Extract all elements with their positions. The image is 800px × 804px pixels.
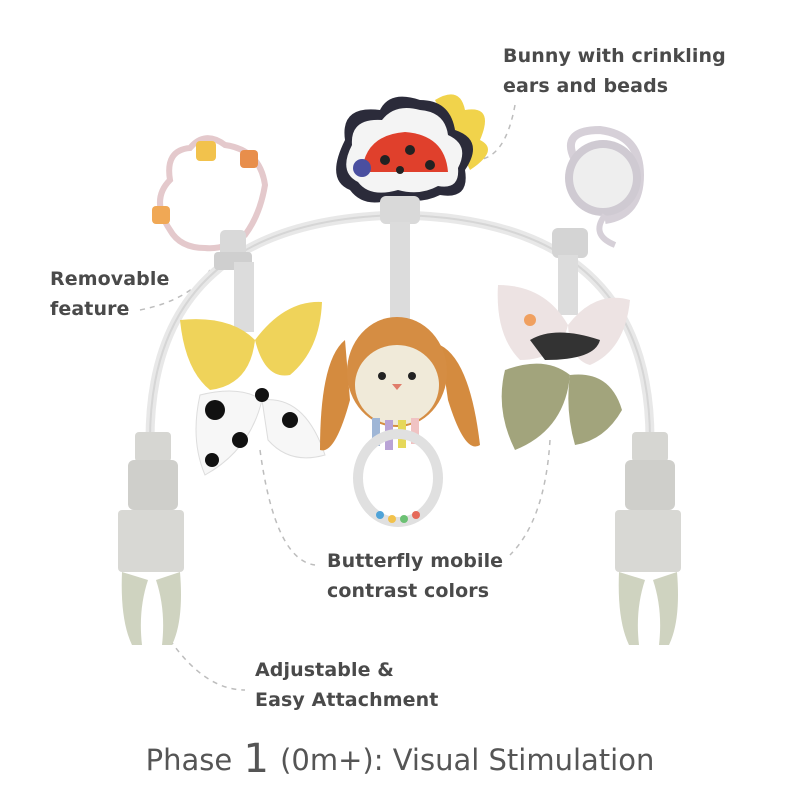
caption-suffix: (0m+): Visual Stimulation [280,743,655,777]
callout-line: Adjustable & [255,659,394,681]
mirror-icon [552,125,645,258]
callout-line: Easy Attachment [255,689,439,711]
callout-butterfly: Butterfly mobile contrast colors [327,546,503,606]
center-strap [390,222,410,332]
butterfly-icon [180,301,326,476]
callout-line: contrast colors [327,580,490,602]
callout-line: Butterfly mobile [327,550,504,572]
callout-line: Bunny with crinkling [503,45,726,67]
callout-adjustable: Adjustable & Easy Attachment [255,655,438,715]
caption-number: 1 [243,736,269,782]
callout-line: feature [50,298,130,320]
clip-icon [118,432,184,645]
callout-removable: Removable feature [50,264,169,324]
callout-bunny: Bunny with crinkling ears and beads [503,41,726,101]
callout-line: ears and beads [503,75,669,97]
phase-caption: Phase 1 (0m+): Visual Stimulation [0,736,800,782]
bunny-icon [320,317,480,527]
butterfly-icon [497,285,630,450]
callout-lines [139,104,551,691]
ladybug-cloud-icon [336,94,488,224]
callout-line: Removable [50,268,170,290]
clip-icon [615,432,681,645]
caption-prefix: Phase [145,743,233,777]
